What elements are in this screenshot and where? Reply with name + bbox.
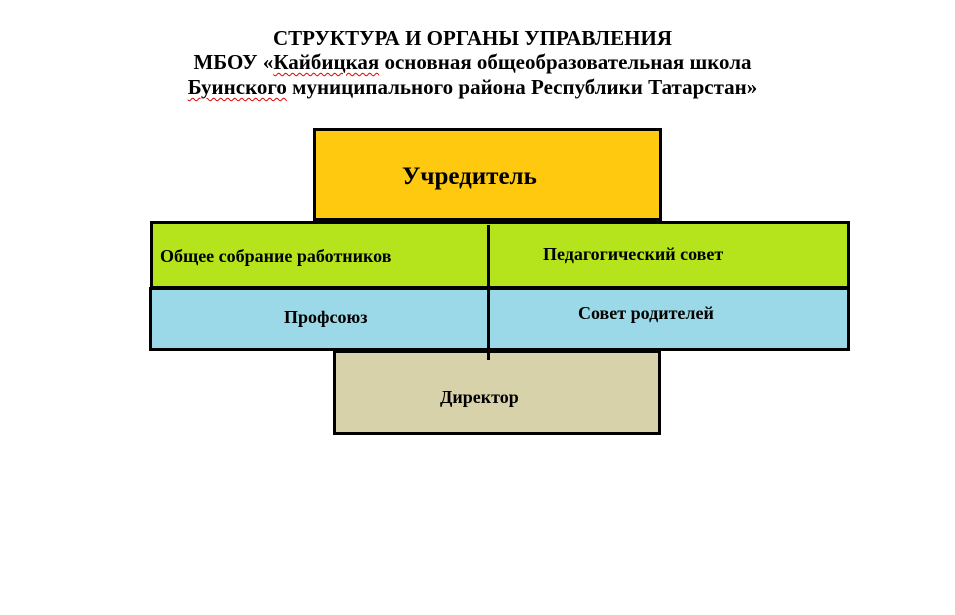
title-line-3-suffix: муниципального района Республики Татарст… (286, 75, 758, 99)
title-line-2: МБОУ «Кайбицкая основная общеобразовател… (0, 50, 945, 74)
title-line-1: СТРУКТУРА И ОРГАНЫ УПРАВЛЕНИЯ (272, 26, 673, 50)
title-line-3: Буинского муниципального района Республи… (0, 75, 945, 99)
column-divider-line (487, 225, 490, 360)
pedagogical-council-label: Педагогический совет (543, 244, 724, 264)
title-line-2-prefix: МБОУ « (193, 50, 274, 74)
district-name: Буинского (187, 75, 287, 99)
director-label: Директор (440, 387, 519, 407)
title-line-2-suffix: основная общеобразовательная школа (379, 50, 752, 74)
unions-row: Профсоюз Совет родителей (149, 287, 850, 351)
general-meeting-label: Общее собрание работников (160, 246, 392, 266)
school-name: Кайбицкая (273, 50, 380, 74)
councils-row: Общее собрание работников Педагогический… (150, 221, 850, 289)
parents-council-label: Совет родителей (578, 303, 714, 323)
trade-union-label: Профсоюз (284, 307, 368, 327)
founder-label: Учредитель (402, 163, 537, 190)
founder-box: Учредитель (313, 128, 662, 221)
director-box: Директор (333, 350, 661, 435)
